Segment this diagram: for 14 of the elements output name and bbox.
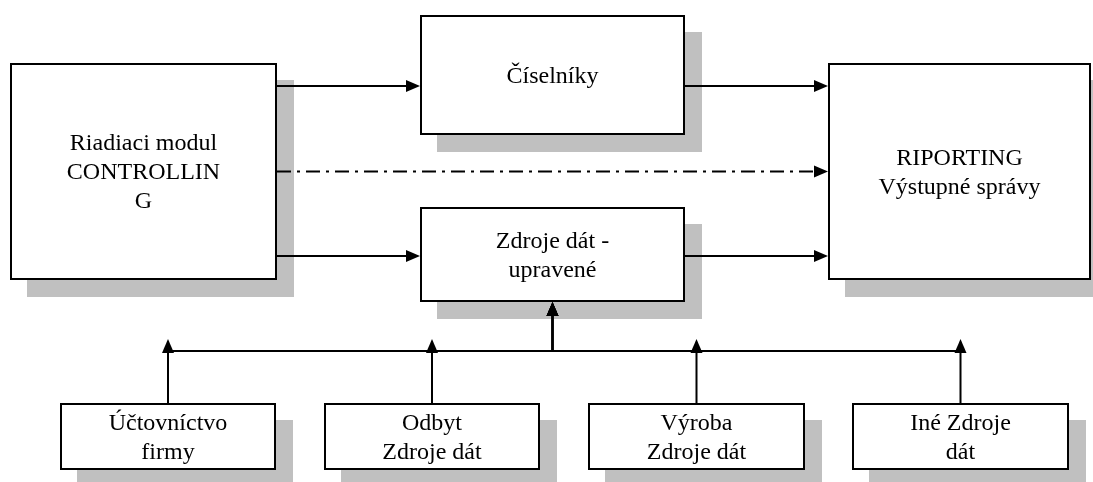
box-label: Zdroje dát - upravené: [494, 225, 611, 284]
arrow: [684, 80, 828, 92]
arrow: [276, 80, 420, 92]
box-label: Číselníky: [506, 60, 599, 90]
arrow: [546, 302, 967, 404]
arrow: [276, 165, 828, 178]
box-label: Iné Zdroje dát: [909, 407, 1012, 466]
arrow: [276, 250, 420, 262]
box-label: RIPORTING Výstupné správy: [877, 142, 1042, 201]
box-label: Odbyt Zdroje dát: [381, 407, 483, 466]
box-label: Výroba Zdroje dát: [645, 407, 748, 466]
arrow: [684, 250, 828, 262]
box-label: Účtovníctvo firmy: [107, 407, 229, 466]
box-label: Riadiaci modul CONTROLLIN G: [65, 128, 222, 215]
